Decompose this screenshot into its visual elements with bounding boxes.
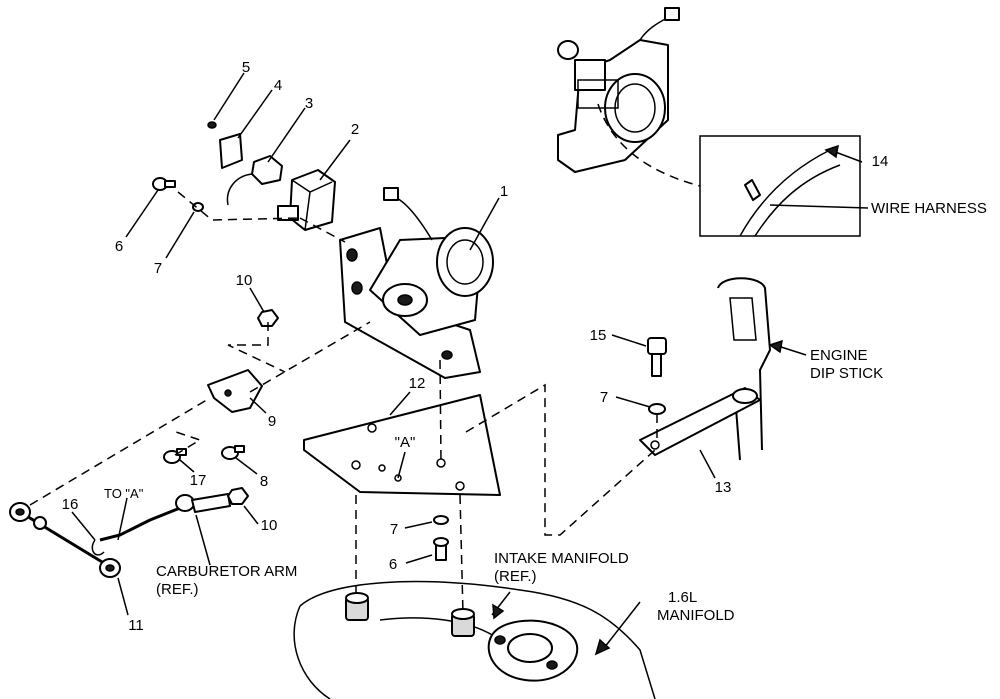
callout-7-upper: 7: [154, 260, 162, 277]
callout-6-plate: 6: [389, 556, 397, 573]
callout-11: 11: [128, 617, 144, 634]
connector-3: [226, 155, 283, 206]
mounting-plate-12: [303, 394, 501, 496]
screw-6-upper: [152, 177, 204, 212]
intake-manifold-ref: (REF.): [494, 568, 537, 585]
dashed-assembly-lines: [29, 79, 701, 615]
screw-8: [221, 445, 245, 460]
callout-10-upper: 10: [236, 272, 253, 289]
bracket-9: [207, 369, 263, 413]
callout-4: 4: [274, 77, 282, 94]
carburetor-arm-label: CARBURETOR ARM: [156, 563, 297, 580]
actuator-motor-1: [339, 187, 494, 379]
callout-7-dipstick: 7: [600, 389, 608, 406]
cover-4: [219, 133, 243, 169]
dipstick-bracket-13: [639, 277, 771, 461]
callout-numbers: 1 2 3 4 5 6 7 10 9 17 8 12 "A" 7 6 15 7 …: [62, 59, 889, 634]
manifold-label: MANIFOLD: [657, 607, 735, 624]
dipstick-label: DIP STICK: [810, 365, 883, 382]
to-a-label: TO "A": [104, 486, 144, 501]
manifold-size-label: 1.6L: [668, 589, 697, 606]
callout-8: 8: [260, 473, 268, 490]
inset-motor-view: [557, 7, 680, 173]
nut-10-upper: [257, 309, 279, 327]
intake-manifold: [293, 580, 656, 699]
callout-2: 2: [351, 121, 359, 138]
screw-6-lower: [433, 515, 449, 561]
bolt-15: [647, 337, 667, 415]
callout-12: 12: [409, 375, 426, 392]
callout-9: 9: [268, 413, 276, 430]
callout-7-plate: 7: [390, 521, 398, 538]
arrowheads: [492, 144, 839, 656]
carburetor-arm: [175, 493, 231, 513]
screw-5: [207, 121, 217, 129]
callout-5: 5: [242, 59, 250, 76]
leader-lines: [71, 72, 869, 649]
callout-3: 3: [305, 95, 313, 112]
nut-10-lower: [227, 487, 249, 505]
relay-2: [277, 169, 336, 231]
callout-15: 15: [590, 327, 607, 344]
callout-a-reference: "A": [395, 434, 416, 451]
callout-14: 14: [872, 153, 889, 170]
dipstick-label-engine: ENGINE: [810, 347, 868, 364]
callout-10-lower: 10: [261, 517, 278, 534]
callout-13: 13: [715, 479, 732, 496]
callout-1: 1: [500, 183, 508, 200]
wire-harness-label: WIRE HARNESS: [871, 200, 987, 217]
text-labels: TO "A" CARBURETOR ARM (REF.) INTAKE MANI…: [104, 200, 987, 624]
callout-6-upper: 6: [115, 238, 123, 255]
carburetor-arm-ref: (REF.): [156, 581, 199, 598]
throttle-linkage: [9, 502, 181, 578]
callout-16: 16: [62, 496, 79, 513]
callout-17: 17: [190, 472, 207, 489]
intake-manifold-label: INTAKE MANIFOLD: [494, 550, 629, 567]
